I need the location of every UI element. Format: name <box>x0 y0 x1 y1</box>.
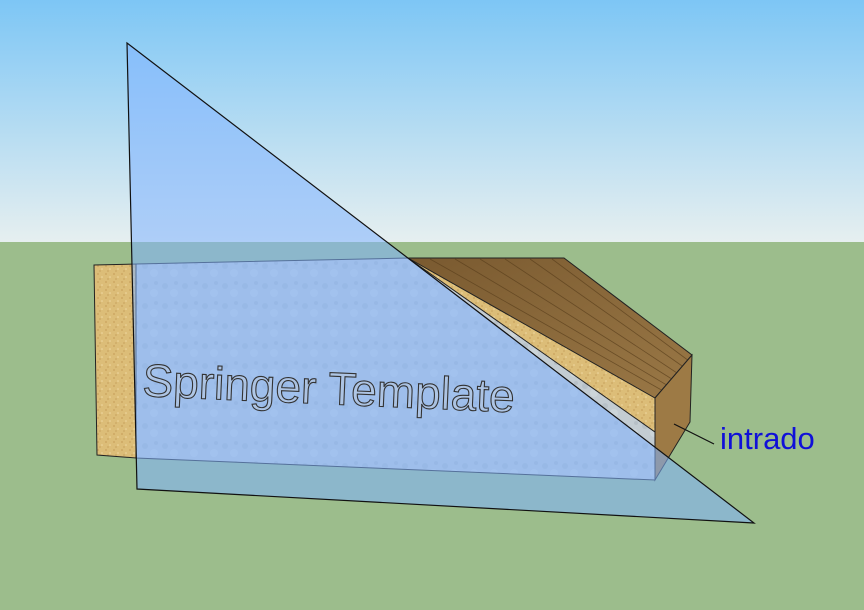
block-left-face[interactable] <box>94 264 136 458</box>
intrado-label[interactable]: intrado <box>720 421 815 456</box>
